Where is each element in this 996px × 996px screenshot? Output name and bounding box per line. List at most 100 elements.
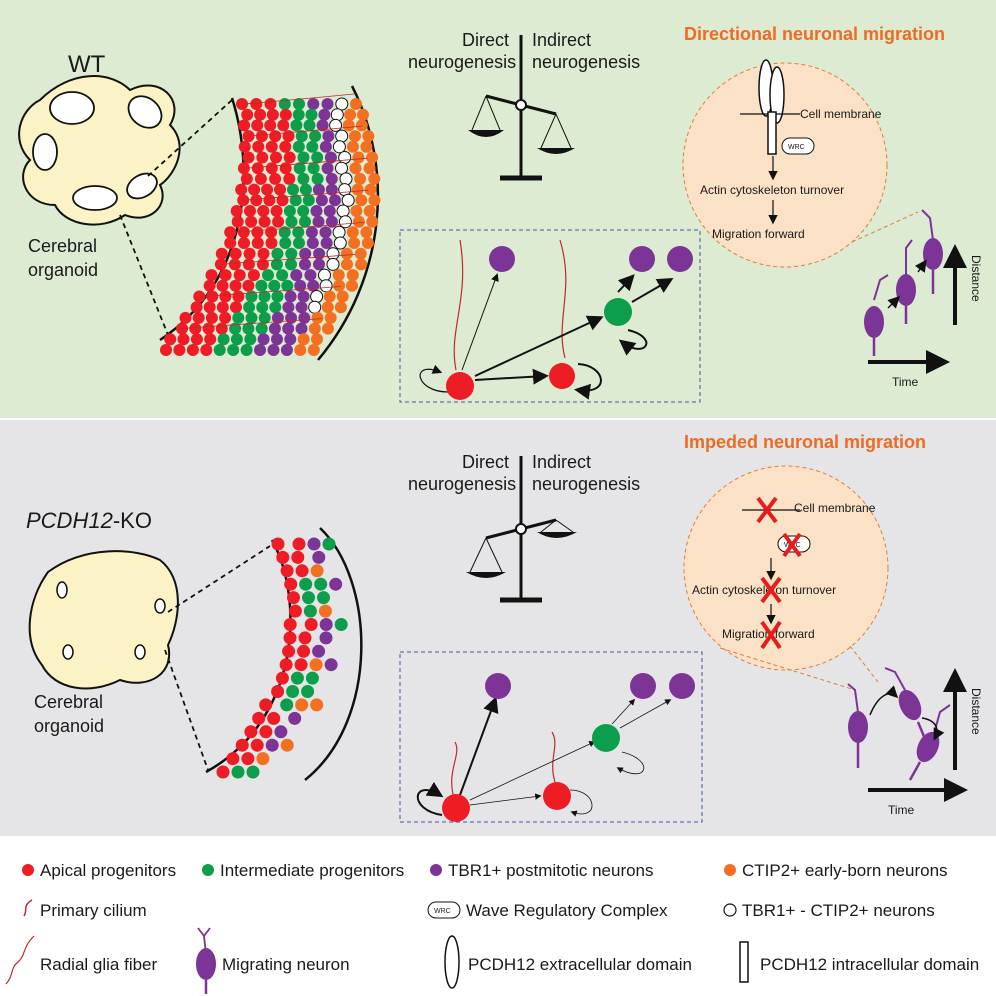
apical-progenitor-cell [261, 183, 274, 196]
tbr1-neuron-cell [318, 108, 331, 121]
tbr1-ctip2-neuron-cell [333, 236, 347, 250]
apical-progenitor-cell [186, 344, 199, 356]
apical-progenitor-cell [240, 172, 253, 185]
ko-mechanism-title: Impeded neuronal migration [684, 432, 926, 452]
wt-organoid [18, 75, 181, 226]
apical-progenitor-cell [248, 183, 261, 196]
apical-progenitor-cell [275, 671, 289, 685]
ctip2-neuron-cell [366, 151, 379, 164]
ctip2-neuron-cell [341, 258, 353, 271]
tbr1-neuron-cell [274, 725, 288, 739]
tbr1-neuron-cell [294, 279, 307, 292]
intermediate-progenitor-cell [258, 311, 271, 324]
intermediate-progenitor-cell [213, 344, 226, 356]
tbr1-neuron-cell [307, 537, 321, 551]
apical-progenitor-cell [269, 130, 282, 143]
ctip2-neuron-cell [310, 564, 324, 578]
radial-glia-fiber [232, 221, 365, 233]
tbr1-neuron-cell [329, 577, 343, 591]
apical-progenitor-cell [304, 618, 318, 631]
tbr1-neuron-cell [630, 673, 656, 699]
apical-progenitor-cell [257, 205, 270, 217]
tbr1-neuron-cell [319, 631, 333, 645]
tbr1-ctip2-neuron-cell [336, 204, 350, 218]
apical-progenitor-cell [250, 98, 263, 110]
apical-progenitor-cell [282, 644, 296, 658]
ctip2-neuron-cell [307, 344, 320, 356]
apical-progenitor-cell [173, 344, 186, 356]
intermediate-progenitor-cell [280, 698, 294, 712]
apical-progenitor-cell [251, 226, 264, 239]
ctip2-neuron-cell [346, 269, 359, 282]
apical-progenitor-cell [251, 162, 264, 175]
tbr1-neuron-cell [321, 162, 334, 175]
apical-progenitor-cell [259, 698, 273, 712]
apical-progenitor-cell [279, 140, 292, 153]
intermediate-progenitor-cell [299, 577, 313, 591]
wt-zoom-line-top [147, 99, 233, 177]
tbr1-neuron-cell [288, 711, 302, 725]
wt-wrc-label: WRC [788, 144, 805, 151]
ctip2-neuron-cell [324, 311, 337, 324]
loss-x-icon [756, 496, 778, 524]
apical-progenitor-cell [237, 162, 250, 175]
ko-label-gene: PCDH12 [26, 508, 113, 533]
apical-progenitor-cell [224, 237, 237, 249]
apical-progenitor-cell [446, 372, 474, 400]
ctip2-neuron-cell [354, 247, 367, 260]
tbr1-neuron-cell [325, 215, 338, 228]
apical-progenitor-cell [265, 226, 278, 239]
apical-progenitor-cell [229, 247, 242, 260]
apical-progenitor-cell [219, 269, 232, 282]
legend-migrating: Migrating neuron [222, 955, 350, 974]
ko-cell-layers [216, 537, 348, 779]
tbr1-ctip2-neuron-cell [338, 183, 352, 197]
ventricle [134, 644, 146, 660]
apical-progenitor-cell [216, 301, 229, 314]
intermediate-progenitor-cell [230, 333, 243, 346]
tbr1-neuron-cell [268, 322, 281, 335]
intermediate-progenitor-cell [262, 269, 274, 282]
apical-progenitor-cell [160, 344, 172, 356]
intermediate-progenitor-cell [309, 130, 322, 143]
intermediate-progenitor-cell [285, 258, 297, 271]
wt-direct-line1: Direct [462, 30, 509, 50]
wt-mechanism-zoom: Cell membrane WRC Actin cytoskeleton tur… [682, 59, 919, 268]
apical-progenitor-cell [264, 119, 277, 132]
tbr1-ctip2-neuron-cell [329, 118, 343, 132]
intermediate-progenitor-cell [311, 172, 324, 185]
intermediate-progenitor-cell [297, 205, 310, 217]
tbr1-neuron-cell [282, 301, 295, 314]
wt-indirect-line2: neurogenesis [532, 52, 640, 72]
ctip2-neuron-cell [308, 322, 321, 335]
apical-progenitor-cell [215, 322, 228, 335]
tbr1-neuron-cell [307, 98, 320, 110]
legend-fiber-swatch [5, 935, 35, 985]
tbr1-ctip2-neuron-cell [330, 108, 344, 122]
intermediate-progenitor-cell [305, 671, 319, 685]
ko-indirect-line2: neurogenesis [532, 474, 640, 494]
apical-progenitor-cell [205, 311, 218, 324]
apical-progenitor-cell [272, 215, 285, 228]
legend-intermediate: Intermediate progenitors [220, 861, 404, 880]
apical-progenitor-cell [291, 550, 305, 564]
wt-migrating-neurons [864, 209, 943, 356]
tbr1-neuron-cell [297, 290, 310, 303]
apical-progenitor-cell [254, 172, 267, 185]
apical-progenitor-cell [543, 782, 571, 810]
apical-progenitor-cell [189, 322, 202, 335]
ctip2-neuron-cell [280, 738, 294, 752]
tbr1-ctip2-neuron-cell [326, 257, 340, 271]
intermediate-progenitor-cell [287, 183, 299, 196]
ctip2-neuron-cell [350, 98, 362, 110]
apical-progenitor-cell [190, 333, 203, 346]
intermediate-progenitor-cell [317, 591, 330, 605]
tbr1-neuron-cell [299, 258, 311, 271]
ko-lineage-box [399, 651, 703, 823]
loss-x-icon [782, 532, 802, 558]
apical-progenitor-cell [200, 344, 213, 356]
tbr1-neuron-cell [316, 119, 329, 132]
intermediate-progenitor-cell [246, 765, 260, 779]
intermediate-progenitor-cell [278, 226, 291, 239]
